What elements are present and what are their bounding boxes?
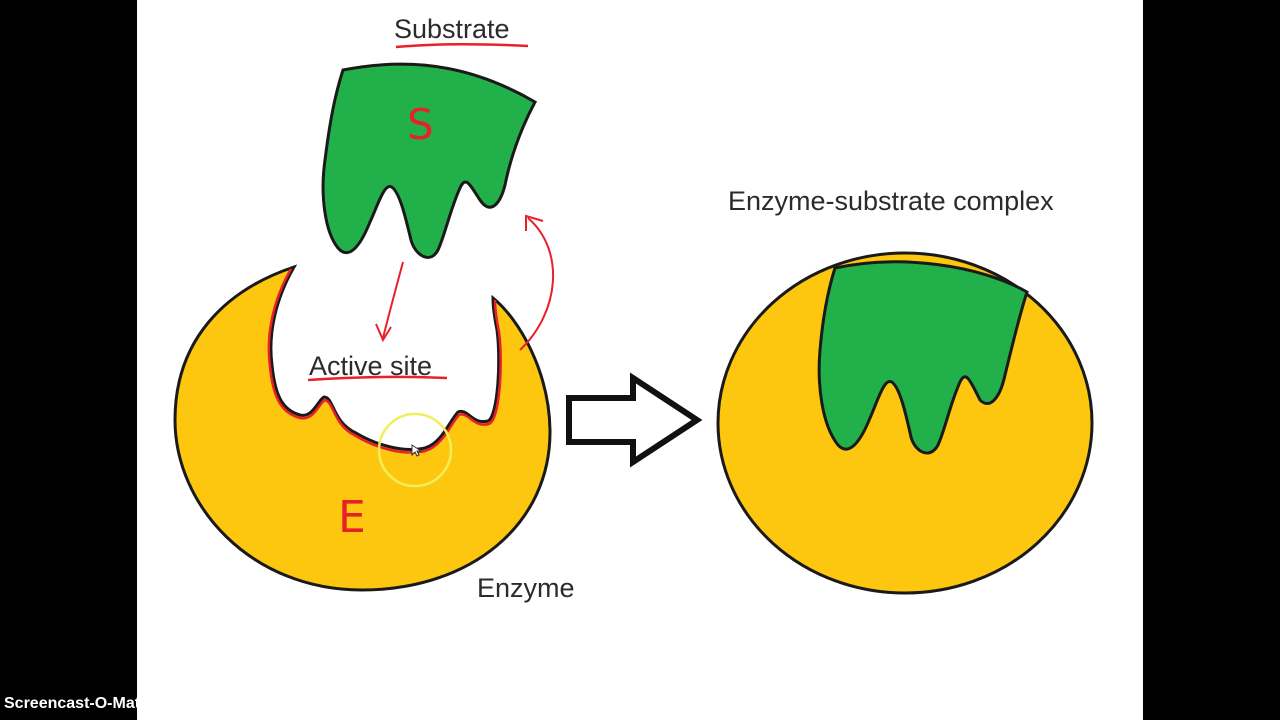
annotation-arrows (375, 214, 555, 351)
complex-shape (716, 251, 1094, 595)
substrate-underline (395, 43, 529, 49)
substrate-label: Substrate (394, 14, 510, 44)
watermark: Screencast-O-Matic.com (4, 695, 191, 712)
bind-arrow (382, 261, 404, 339)
right-arrow-icon (566, 372, 703, 468)
enzyme-label: Enzyme (477, 573, 575, 603)
complex-label: Enzyme-substrate complex (728, 186, 1054, 216)
substrate-letter: S (407, 100, 434, 149)
substrate-shape (321, 62, 538, 259)
release-arrow-head (525, 214, 544, 231)
cursor-highlight-icon (377, 412, 453, 488)
active-site-label: Active site (309, 351, 433, 381)
release-arrow (519, 217, 555, 351)
active-site-outline (267, 268, 502, 454)
active-site-underline (307, 375, 448, 382)
enzyme-letter: E (338, 492, 366, 543)
bind-arrow-head (375, 323, 392, 343)
